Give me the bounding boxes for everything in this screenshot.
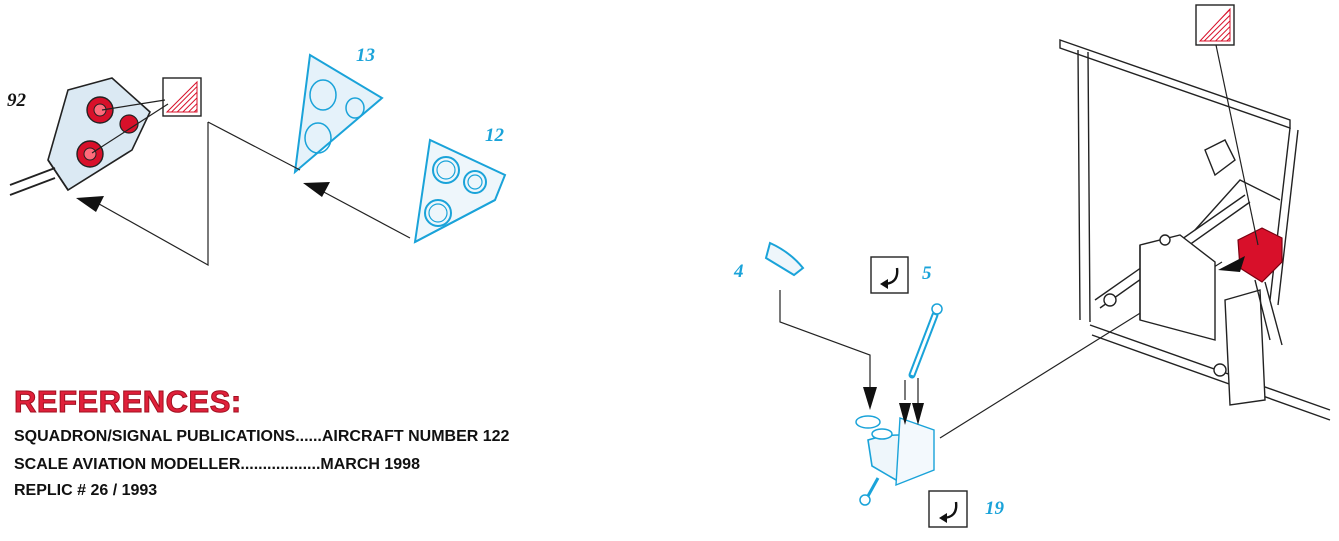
reference-line-2: SCALE AVIATION MODELLER.................… — [14, 456, 420, 473]
assembly-lines — [91, 121, 411, 267]
part-12-panel — [413, 138, 507, 244]
reference-line-3: REPLIC # 26 / 1993 — [14, 482, 158, 499]
instrument-panel-92 — [9, 77, 151, 196]
leader-line — [101, 99, 166, 111]
placement-arrow-icon — [912, 403, 924, 425]
part-number-92: 92 — [7, 90, 26, 111]
placement-arrow-icon — [899, 403, 911, 425]
placement-arrow-icon — [303, 182, 330, 197]
part-4-lens — [764, 241, 805, 277]
part-number-12: 12 — [485, 125, 504, 146]
bend-arrow-icon — [870, 256, 909, 294]
red-painted-part — [1237, 227, 1283, 283]
placement-arrow-icon — [863, 387, 877, 410]
placement-arrow-icon — [76, 196, 104, 212]
part-number-4: 4 — [734, 261, 744, 282]
part-number-5: 5 — [922, 263, 932, 284]
paint-swatch-icon — [1195, 4, 1235, 46]
leader-line — [91, 103, 169, 154]
reference-line-1: SQUADRON/SIGNAL PUBLICATIONS......AIRCRA… — [14, 428, 510, 445]
paint-swatch-icon — [162, 77, 202, 117]
part-19-grip — [855, 415, 935, 506]
part-number-13: 13 — [356, 45, 375, 66]
cockpit-frame — [1059, 39, 1331, 421]
placement-arrow-icon — [1218, 256, 1245, 272]
part-13-film — [293, 53, 384, 175]
leader-line — [1215, 44, 1259, 246]
bend-arrow-icon — [928, 490, 968, 528]
part-number-19: 19 — [985, 498, 1004, 519]
part-5-rod — [908, 303, 943, 379]
references-title: REFERENCES: — [14, 384, 242, 420]
